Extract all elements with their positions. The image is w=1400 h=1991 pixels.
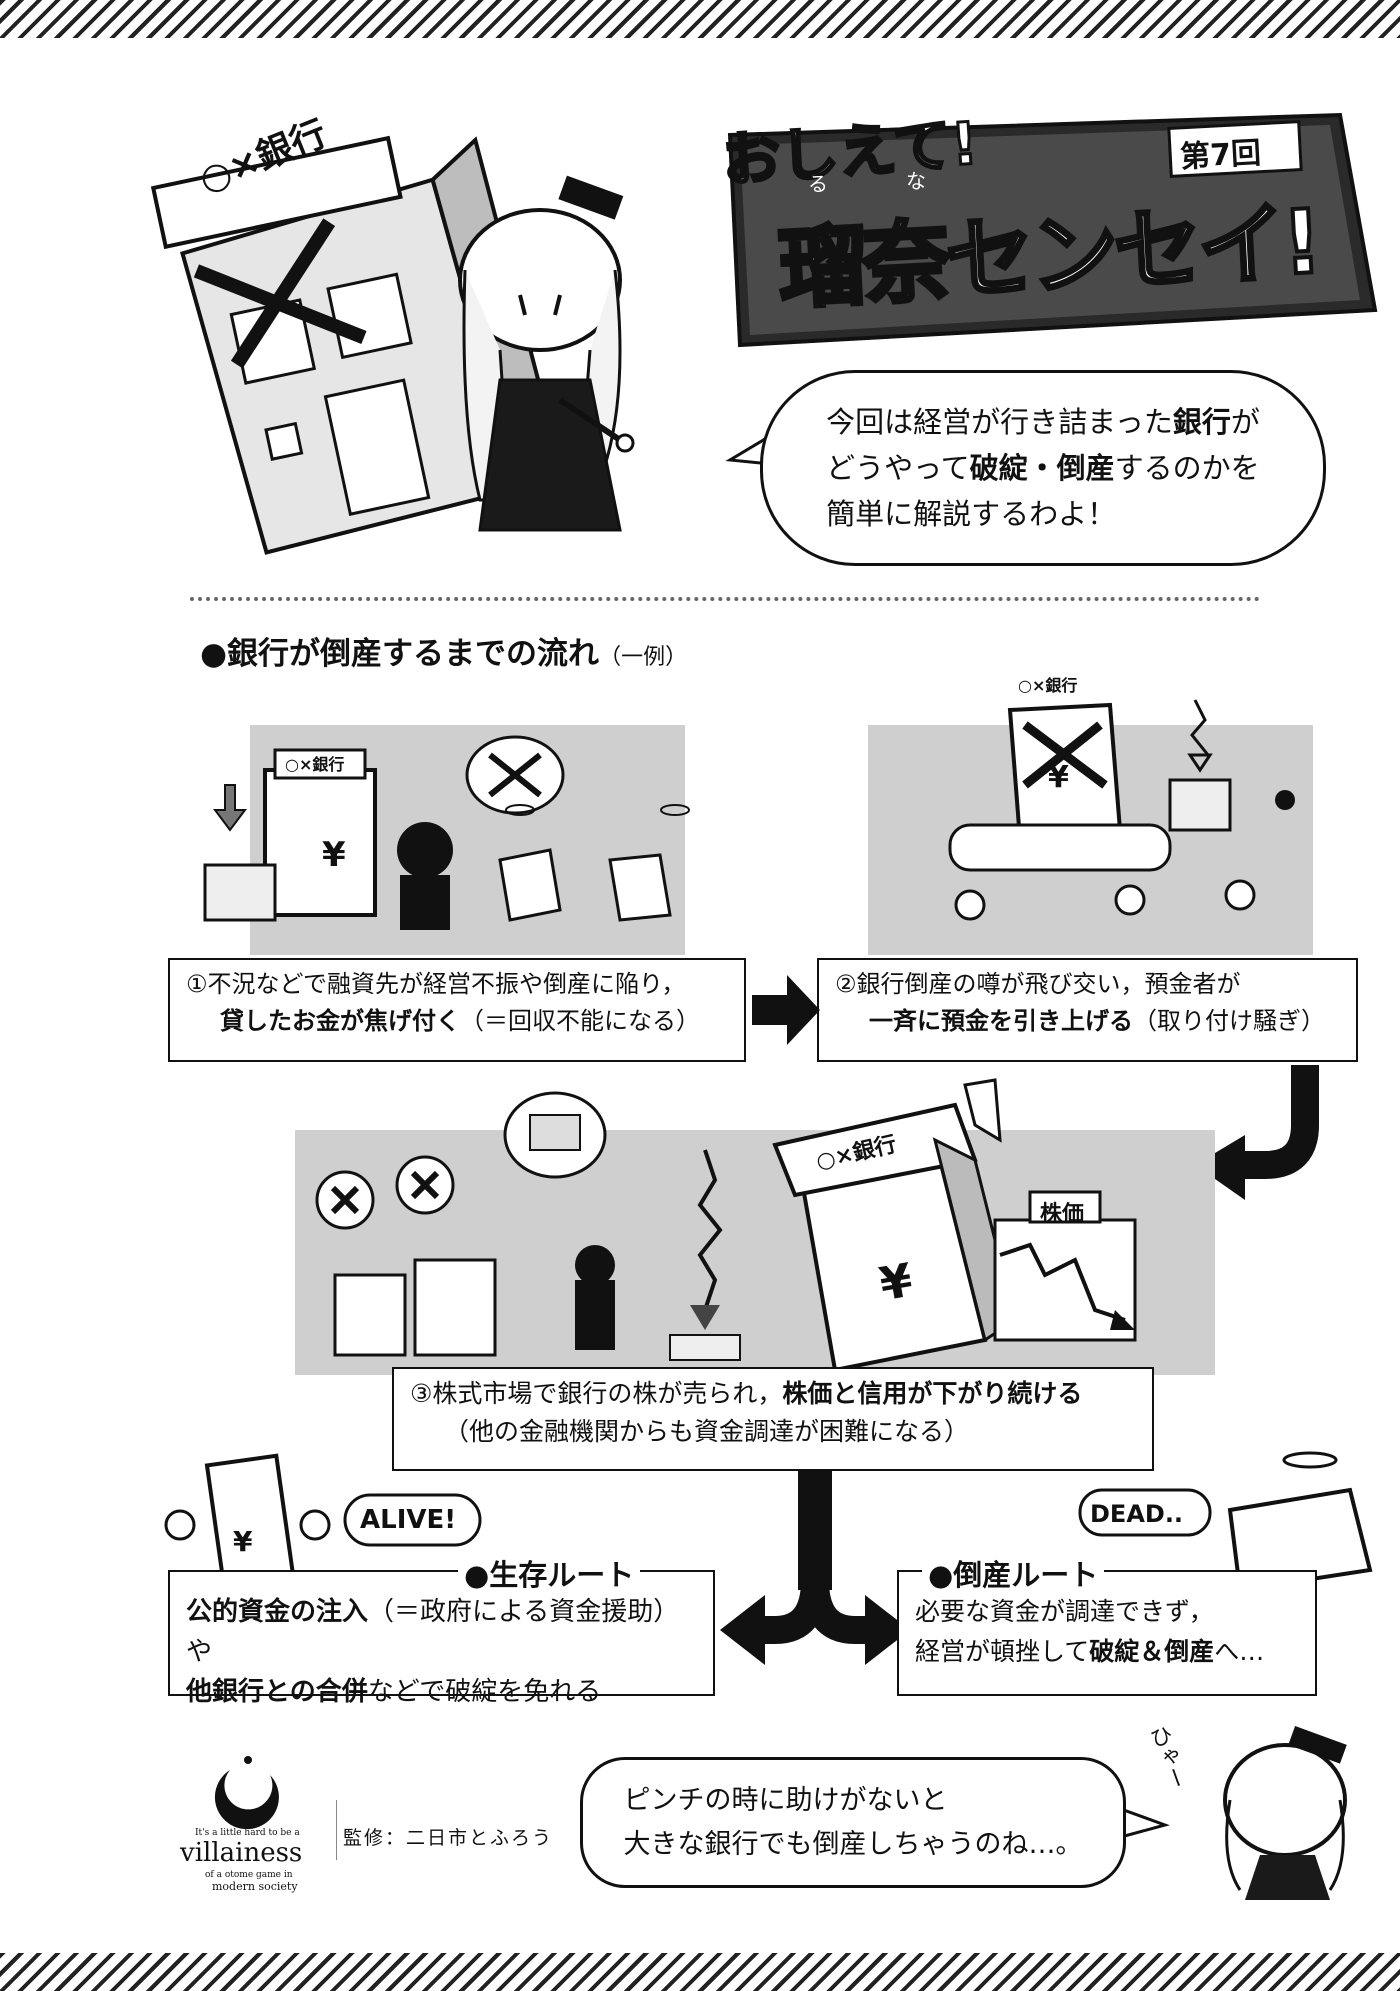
intro-speech-bubble: 今回は経営が行き詰まった銀行が どうやって破綻・倒産するのかを 簡単に解説するわ… xyxy=(760,370,1326,566)
top-stripe xyxy=(0,0,1400,38)
supervisor-credit: 監修：二日市とふろう xyxy=(343,1827,554,1849)
stock-chart-label: 株価 xyxy=(1040,1202,1085,1227)
panel-1-bank-sign: ○×銀行 xyxy=(285,755,345,774)
tilted-bank-illustration xyxy=(150,135,559,555)
dead-shout: DEAD.. xyxy=(1090,1500,1184,1528)
footer-divider xyxy=(336,1800,337,1860)
survive-route-box: 公的資金の注入（＝政府による資金援助）や 他銀行との合併などで破綻を免れる xyxy=(168,1570,715,1707)
dead-bank-character xyxy=(1078,1451,1373,1593)
teacher-chibi-character xyxy=(1223,1726,1347,1900)
logo-bottom-text: modern society xyxy=(212,1880,298,1893)
title-logo-ruby-1: る xyxy=(808,172,828,196)
closing-speech-bubble: ピンチの時に助けがないと 大きな銀行でも倒産しちゃうのね…。 xyxy=(580,1757,1126,1888)
bankrupt-route-box: 必要な資金が調達できず， 経営が頓挫して破綻＆倒産へ… xyxy=(897,1570,1317,1696)
panel-2-bank-sign: ○×銀行 xyxy=(1018,676,1078,695)
logo-mid-text: of a otome game in xyxy=(205,1870,293,1880)
step-2-caption: ②銀行倒産の噂が飛び交い，預金者が 一斉に預金を引き上げる（取り付け騒ぎ） xyxy=(817,958,1358,1062)
logo-main-text: villainess xyxy=(180,1838,303,1868)
survive-route-title: ●生存ルート xyxy=(458,1552,641,1594)
panel-2-yen: ¥ xyxy=(1048,760,1069,795)
title-logo-background xyxy=(727,112,1378,348)
panel-2-illustration xyxy=(948,699,1295,921)
logo-top-text: It's a little hard to be a xyxy=(195,1828,300,1838)
title-logo-ruby-2: な xyxy=(906,169,926,193)
teacher-character xyxy=(458,175,635,532)
title-logo-line1: おしえて! xyxy=(719,108,982,197)
panel-1-illustration xyxy=(203,735,690,930)
bottom-stripe xyxy=(0,1953,1400,1991)
arrow-step1-to-step2 xyxy=(752,975,820,1045)
episode-badge: 第7回 xyxy=(1179,135,1262,176)
arrow-step2-to-step3 xyxy=(1195,1065,1319,1200)
branch-arrow xyxy=(720,1470,910,1665)
bankrupt-route-title: ●倒産ルート xyxy=(922,1552,1105,1594)
step-3-caption: ③株式市場で銀行の株が売られ，株価と信用が下がり続ける （他の金融機関からも資金… xyxy=(392,1367,1154,1471)
alive-bank-yen: ¥ xyxy=(233,1525,253,1558)
section-divider xyxy=(190,597,1260,601)
step-1-caption: ①不況などで融資先が経営不振や倒産に陥り， 貸したお金が焦げ付く（＝回収不能にな… xyxy=(168,958,746,1062)
panel-3-illustration xyxy=(315,1078,1137,1373)
section-title: ●銀行が倒産するまでの流れ（一例） xyxy=(200,636,688,672)
sfx-text: ひゃー xyxy=(1143,1722,1190,1794)
alive-bank-character xyxy=(164,1453,482,1587)
alive-shout: ALIVE! xyxy=(360,1505,457,1535)
panel-1-yen: ¥ xyxy=(322,835,346,875)
villainess-moon-logo xyxy=(214,1756,279,1830)
